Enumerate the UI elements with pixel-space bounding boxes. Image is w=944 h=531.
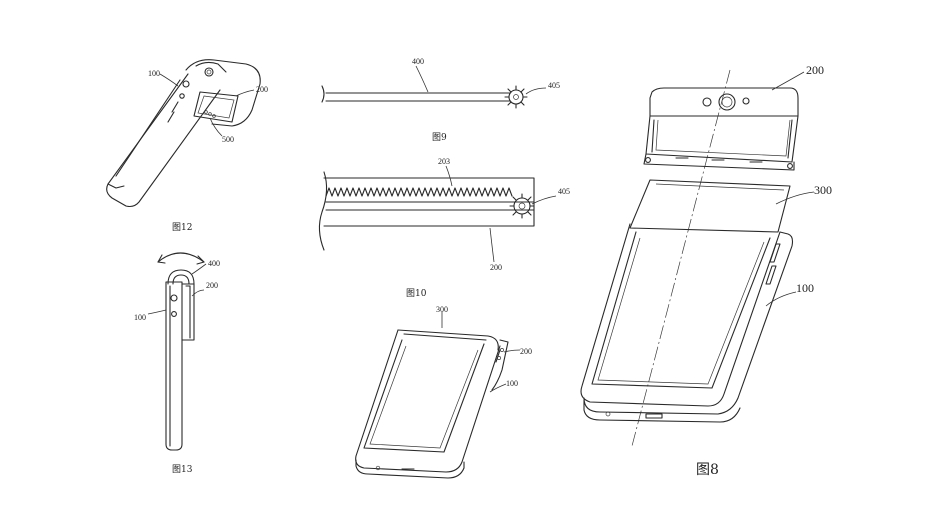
fig9-label-400: 400 — [412, 57, 424, 66]
fig10-caption: 图10 — [406, 288, 427, 299]
figure-11-drawing: 300 200 100 — [355, 305, 532, 479]
fig9-label-405: 405 — [548, 81, 560, 90]
figure-9-drawing: 400 405 图9 — [321, 57, 560, 143]
fig8-label-200: 200 — [806, 63, 824, 77]
fig12-label-500: 500 — [222, 135, 234, 144]
fig13-label-100: 100 — [134, 313, 146, 322]
fig8-camera-module — [643, 87, 799, 171]
fig11-label-100: 100 — [506, 379, 518, 388]
fig9-gear — [504, 85, 528, 109]
fig8-label-100: 100 — [796, 281, 814, 295]
fig13-caption: 图13 — [172, 464, 193, 475]
fig13-label-400: 400 — [208, 259, 220, 268]
fig10-rack-teeth — [325, 187, 513, 197]
fig8-housing — [580, 223, 794, 423]
fig10-label-405: 405 — [558, 187, 570, 196]
fig10-label-203: 203 — [438, 157, 450, 166]
fig13-label-200: 200 — [206, 281, 218, 290]
fig11-label-200: 200 — [520, 347, 532, 356]
fig8-label-300: 300 — [814, 183, 832, 197]
figure-10-drawing: 203 405 200 图10 — [318, 157, 570, 299]
fig12-label-100: 100 — [148, 69, 160, 78]
fig12-caption: 图12 — [172, 222, 192, 233]
figure-12-drawing: 100 200 500 图12 — [106, 59, 268, 233]
figure-8-drawing: 200 300 100 图8 — [580, 63, 832, 478]
fig8-caption: 图8 — [696, 462, 719, 478]
fig8-flexible-screen — [629, 179, 791, 233]
fig11-label-300: 300 — [436, 305, 448, 314]
fig10-label-200: 200 — [490, 263, 502, 272]
fig9-caption: 图9 — [432, 132, 447, 143]
fig12-label-200: 200 — [256, 85, 268, 94]
fig10-gear — [509, 193, 535, 219]
figure-13-drawing: 100 200 400 图13 — [134, 252, 220, 475]
